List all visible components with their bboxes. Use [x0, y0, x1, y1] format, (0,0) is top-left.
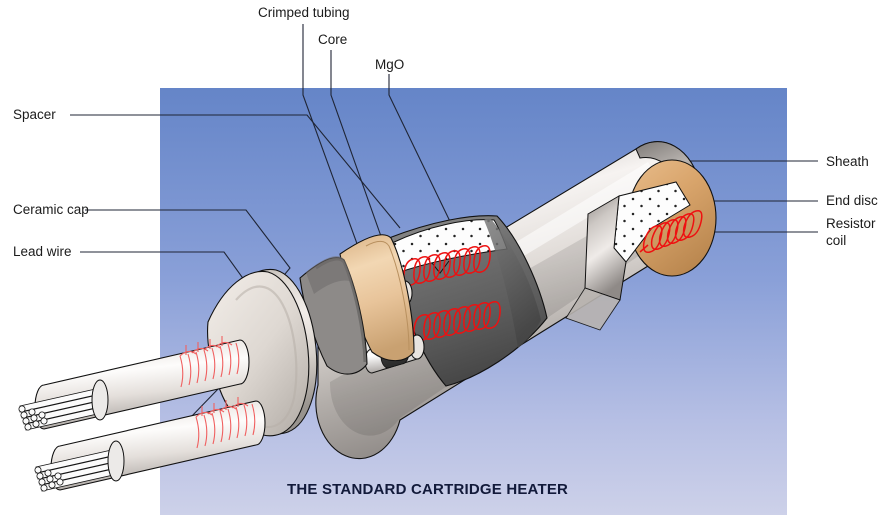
resistor-coil-upper	[403, 244, 491, 287]
resistor-coils-section	[403, 244, 501, 343]
label-ceramic-cap: Ceramic cap	[13, 202, 89, 217]
label-core: Core	[318, 32, 347, 47]
ceramic-cap-face-shade	[235, 285, 298, 429]
lead-wire-upper-braid	[179, 336, 240, 388]
figure-caption: THE STANDARD CARTRIDGE HEATER	[287, 481, 568, 498]
label-lead-wire: Lead wire	[13, 244, 72, 259]
crimped-tubing	[339, 234, 415, 362]
sheath-inner-wall-2	[565, 287, 621, 331]
ceramic-cap	[207, 268, 318, 437]
lead-wire-lower-end	[107, 440, 125, 482]
lead-wires	[18, 336, 266, 492]
leader-crimped-tubing	[302, 24, 373, 286]
label-resistor-coil-line2: coil	[826, 233, 846, 248]
resistor-coil-lower	[413, 300, 501, 343]
lead-wire-lower-strands	[34, 448, 123, 492]
resistor-coil-right	[639, 209, 703, 254]
cut-face-edge	[484, 217, 541, 348]
label-texts: Spacer Ceramic cap Lead wire Crimped tub…	[13, 5, 878, 259]
label-mgo: MgO	[375, 57, 404, 72]
leader-spacer	[70, 114, 401, 229]
leader-core	[330, 50, 401, 291]
lead-wire-upper-strands	[18, 387, 107, 431]
label-resistor-coil-line1: Resistor	[826, 216, 876, 231]
lead-wire-upper	[18, 336, 250, 431]
label-end-disc: End disc	[826, 193, 878, 208]
label-crimped-tubing: Crimped tubing	[258, 5, 350, 20]
spacer-ring-band	[306, 256, 352, 294]
lead-wire-upper-end	[91, 379, 109, 421]
lead-wire-lower	[34, 397, 266, 492]
label-sheath: Sheath	[826, 154, 869, 169]
crimped-tubing-inner-edge	[365, 241, 410, 351]
label-spacer: Spacer	[13, 107, 56, 122]
lead-wire-lower-braid	[195, 397, 256, 449]
leader-mgo	[388, 74, 459, 239]
cut-section	[352, 215, 548, 387]
